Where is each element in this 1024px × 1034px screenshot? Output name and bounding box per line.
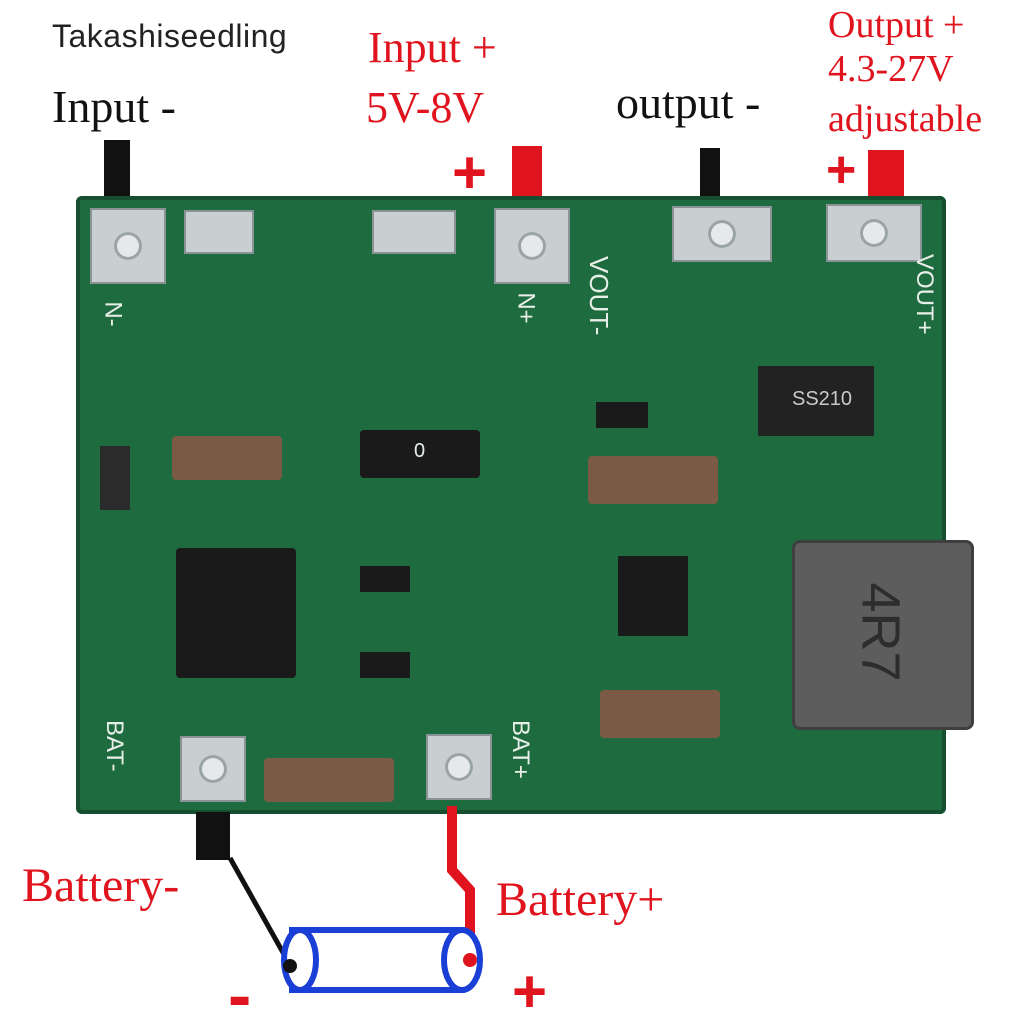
- output-plus-sign: +: [826, 141, 857, 199]
- capacitor-bottom: [264, 758, 394, 802]
- battery-plus-terminal: [463, 953, 477, 967]
- watermark: Takashiseedling: [52, 18, 288, 54]
- pad-bat-plus: [426, 734, 492, 800]
- capacitor-left: [172, 436, 282, 480]
- input-voltage-label: 5V-8V: [366, 83, 485, 132]
- capacitor-right: [588, 456, 718, 504]
- resistor-mid-2: [360, 652, 410, 678]
- pad-n-plus: [494, 208, 570, 284]
- battery-end-left: [281, 927, 319, 993]
- pcb-board: N- N+ VOUT- VOUT+ BAT- BAT+ 0 SS210 4R7: [76, 196, 974, 814]
- input-plus-sign: +: [452, 139, 488, 206]
- pad-n-minus: [90, 208, 166, 284]
- resistor-mid-1: [360, 566, 410, 592]
- battery-plus-label: Battery+: [496, 873, 665, 926]
- battery-minus-wire-stub: [196, 812, 230, 860]
- pad-vout-minus: [672, 206, 772, 262]
- output-plus-wire: [868, 150, 904, 200]
- output-plus-label: Output +: [828, 4, 965, 46]
- pad-bat-minus: [180, 736, 246, 802]
- output-adjustable-label: adjustable: [828, 98, 983, 140]
- ic-boost: [618, 556, 688, 636]
- pad-top-left-smd: [184, 210, 254, 254]
- battery-minus-wire: [227, 856, 293, 967]
- ic-charger: [176, 548, 296, 678]
- battery-end-right: [441, 927, 483, 993]
- output-minus-label: output -: [616, 77, 761, 128]
- inductor-4r7: 4R7: [792, 540, 974, 730]
- resistor-left-vertical: [100, 446, 130, 510]
- pad-vout-plus: [826, 204, 922, 262]
- capacitor-lower-right: [600, 690, 720, 738]
- resistor-upper-right: [596, 402, 648, 428]
- battery-plus-wire: [447, 806, 475, 960]
- input-minus-label: Input -: [52, 81, 176, 132]
- battery-plus-sign: +: [512, 958, 548, 1025]
- pad-top-mid-smd: [372, 210, 456, 254]
- output-minus-wire: [700, 148, 720, 208]
- input-plus-label: Input +: [368, 23, 497, 72]
- battery-minus-sign: -: [228, 956, 252, 1034]
- battery-minus-label: Battery-: [22, 859, 180, 912]
- output-voltage-label: 4.3-27V: [828, 48, 954, 90]
- resistor-zero: 0: [360, 430, 480, 478]
- diode-ss210: SS210: [758, 366, 874, 436]
- battery-minus-terminal: [283, 959, 297, 973]
